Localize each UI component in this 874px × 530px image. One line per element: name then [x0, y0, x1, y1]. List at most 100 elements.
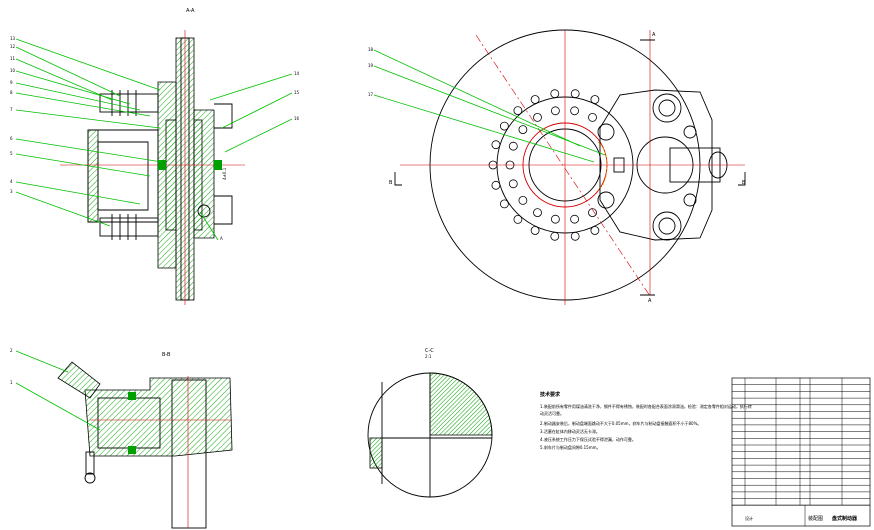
balloon-18: 18 [368, 47, 374, 52]
leader-10 [15, 70, 131, 105]
balloon-6: 6 [10, 136, 13, 141]
section-mark-a-top: A [652, 32, 656, 38]
view-scale-cc: 2:1 [425, 354, 432, 359]
balloon-8: 8 [10, 90, 13, 95]
aa-left-callouts: 13 12 11 10 9 8 7 6 5 4 3 [10, 36, 163, 227]
pad-arc [597, 141, 608, 191]
balloon-11: 11 [10, 56, 16, 61]
note-line-1: 1.装配前所有零件用煤油清洗干净，钢件不得有锈蚀，装配时各配合表面涂润滑油。检验… [540, 403, 752, 409]
bb-disc-slot [171, 379, 207, 529]
leader-bb-1 [15, 382, 101, 431]
balloon-16: 16 [294, 116, 300, 121]
view-title-cc: C-C [425, 348, 434, 354]
balloon-bb-1: 1 [10, 380, 13, 385]
bolt-bottom-threads [111, 214, 137, 240]
vent-hole [533, 113, 542, 122]
vent-hole [590, 95, 600, 104]
leader-19 [373, 65, 606, 156]
cc-hatched-quadrant [429, 372, 493, 436]
balloon-9: 9 [10, 80, 13, 85]
note-line-4: 3.活塞在缸体内移动灵活无卡滞。 [540, 428, 600, 434]
technical-notes: 技术要求 1.装配前所有零件用煤油清洗干净，钢件不得有锈蚀，装配时各配合表面涂润… [540, 391, 752, 450]
vent-hole [570, 214, 579, 224]
balloon-19: 19 [368, 63, 374, 68]
note-line-3: 2.制动器安装后，制动盘端面跳动不大于0.05mm，刹车片与制动盘接触面积不小于… [540, 420, 701, 426]
pin-circle [197, 204, 211, 218]
caliper-lug-bottom-hole [658, 217, 676, 235]
section-mark-b-left: B [389, 180, 393, 186]
guide-pin [158, 160, 166, 170]
leader-8 [15, 92, 151, 117]
pad-pin-top [597, 123, 615, 141]
caliper-housing [87, 129, 159, 223]
balloon-12: 12 [10, 44, 16, 49]
vent-hole [518, 195, 528, 205]
caliper-lug-top-hole [658, 99, 676, 117]
vent-hole [588, 208, 597, 218]
balloon-3: 3 [10, 189, 13, 194]
title-block-drawing-name: 盘式制动器 [832, 515, 858, 522]
parts-list: 装配图 盘式制动器 设计 [731, 377, 871, 527]
vent-hole [570, 106, 579, 116]
bb-green-pin-1 [128, 392, 136, 400]
vent-hole [513, 106, 523, 115]
c-mark: A [220, 236, 223, 241]
vent-hole [551, 106, 560, 116]
bb-housing [84, 377, 233, 457]
leader-12 [15, 46, 121, 97]
balloon-14: 14 [294, 71, 300, 76]
leader-18 [373, 49, 581, 147]
leader-14 [209, 73, 293, 101]
leader-3 [15, 191, 111, 227]
notes-title: 技术要求 [540, 391, 561, 398]
note-line-5: 4.液压系统工作压力下保压试验不得泄漏，动作可靠。 [540, 436, 636, 442]
vent-hole [518, 125, 528, 135]
section-mark-b-right: B [742, 180, 746, 186]
leader-bb-2 [15, 350, 69, 373]
title-block-company: 设计 [745, 515, 753, 521]
leader-5 [15, 153, 151, 177]
bracket-top [214, 103, 233, 129]
bb-bleeder-cap [84, 472, 96, 484]
aa-right-callouts: 14 15 16 A 4±0.1 [199, 71, 300, 241]
vent-hole [590, 226, 600, 235]
balloon-5: 5 [10, 151, 13, 156]
brake-pad-left [165, 119, 177, 231]
bolt-bottom [99, 217, 159, 237]
balloon-10: 10 [10, 68, 16, 73]
note-line-2: 动灵活可靠。 [540, 410, 564, 416]
vent-hole [530, 95, 540, 104]
title-block-school: 装配图 [808, 515, 823, 522]
leader-7 [15, 109, 161, 129]
bom-rows [732, 384, 870, 506]
balloon-17: 17 [368, 92, 374, 97]
cc-hatched-strip [369, 437, 383, 469]
vent-hole [530, 226, 540, 235]
bb-cut-ticks [394, 172, 746, 186]
vent-hole [588, 113, 597, 122]
bolt-top-threads [111, 90, 137, 116]
vent-hole [533, 208, 542, 218]
leader-15 [221, 92, 293, 129]
parts-list-frame [731, 377, 871, 527]
plan-view: A A B B 18 19 17 [368, 29, 746, 305]
vent-hole [508, 179, 518, 189]
vent-hole [550, 231, 560, 241]
vent-hole [550, 89, 560, 99]
leader-16 [224, 118, 293, 153]
leader-6 [15, 138, 163, 163]
section-view-bb: B-B 2 1 [10, 348, 233, 529]
vent-hole [513, 214, 523, 224]
leader-4 [15, 181, 141, 205]
leader-17 [373, 94, 595, 163]
brake-pad-right [193, 119, 203, 231]
aa-cut-ticks [640, 39, 655, 296]
section-view-aa: A-A 13 12 [10, 8, 300, 305]
pad-pin-bottom [597, 191, 615, 209]
leader-9 [15, 82, 141, 111]
section-mark-a-bottom: A [648, 298, 652, 304]
vent-hole [499, 199, 509, 209]
leader-11 [15, 58, 113, 101]
bb-fitting [57, 361, 101, 399]
